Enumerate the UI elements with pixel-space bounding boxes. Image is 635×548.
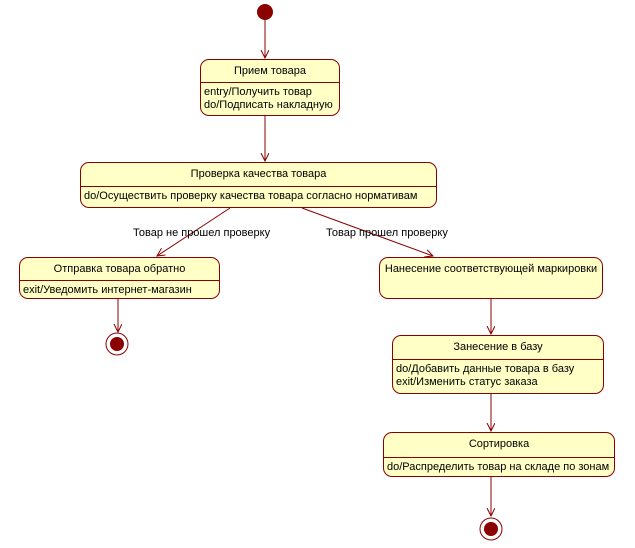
initial-node[interactable] [257,4,273,20]
state-quality-name: Проверка качества товара [190,168,327,180]
state-marking[interactable]: Нанесение соответствующей маркировки [379,257,603,299]
state-quality[interactable]: Проверка качества товара do/Осуществить … [80,162,437,208]
state-quality-action: do/Осуществить проверку качества товара … [84,190,418,202]
state-sorting-name: Сортировка [468,438,530,450]
state-receive-divider [201,82,339,83]
transition-label-failed: Товар не прошел проверку [133,227,271,239]
final-node-sorting[interactable] [479,517,503,541]
state-database-divider [393,359,603,360]
state-quality-divider [81,186,436,187]
state-receive[interactable]: Прием товара entry/Получить товар do/Под… [200,59,340,116]
state-receive-name: Прием товара [233,65,306,77]
state-database-action: do/Добавить данные товара в базу [396,363,575,375]
state-marking-name: Нанесение соответствующей маркировки [384,263,598,275]
state-receive-action: entry/Получить товар [204,86,312,98]
state-sorting-divider [384,457,614,458]
transition-label-passed: Товар прошел проверку [326,227,448,239]
state-database-action: exit/Изменить статус заказа [396,376,538,388]
state-return[interactable]: Отправка товара обратно exit/Уведомить и… [19,257,220,299]
state-database-name: Занесение в базу [453,341,543,353]
state-return-name: Отправка товара обратно [53,263,186,275]
state-database[interactable]: Занесение в базу do/Добавить данные това… [392,335,604,394]
transition-quality-return[interactable] [157,207,231,256]
state-return-divider [20,280,219,281]
state-return-action: exit/Уведомить интернет-магазин [23,284,192,296]
final-node-return[interactable] [105,332,129,356]
state-sorting-action: do/Распределить товар на складе по зонам [387,461,610,473]
state-receive-action: do/Подписать накладную [204,99,333,111]
state-sorting[interactable]: Сортировка do/Распределить товар на скла… [383,432,615,477]
transition-quality-marking[interactable] [301,207,433,256]
